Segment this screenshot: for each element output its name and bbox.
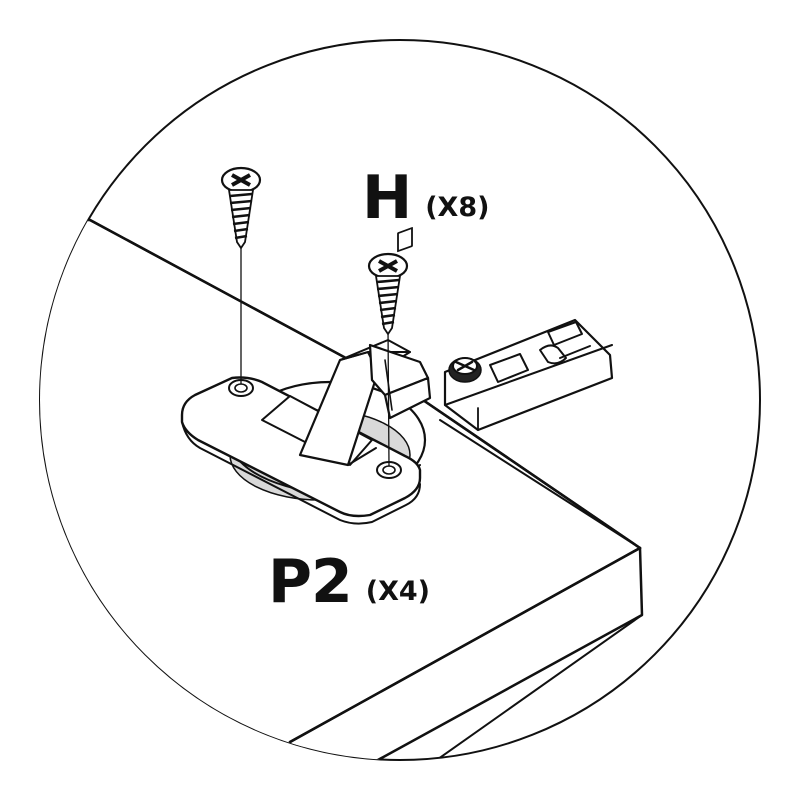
screw-guide-lines [240,237,390,467]
hinge-part-code: P2 [268,547,353,617]
screw-part-code: H [362,163,412,233]
screw-part-quantity: (X8) [425,192,490,223]
screw-icon [367,252,409,336]
hinge-part-quantity: (X4) [365,576,431,607]
hinge-part-label: P2(X4) [268,552,430,612]
screw-icon [220,166,262,250]
screw-part-label: H(X8) [362,168,490,228]
mounting-plate [443,318,614,432]
hinge-icon [180,227,432,525]
adjustment-screw-icon [448,357,482,383]
